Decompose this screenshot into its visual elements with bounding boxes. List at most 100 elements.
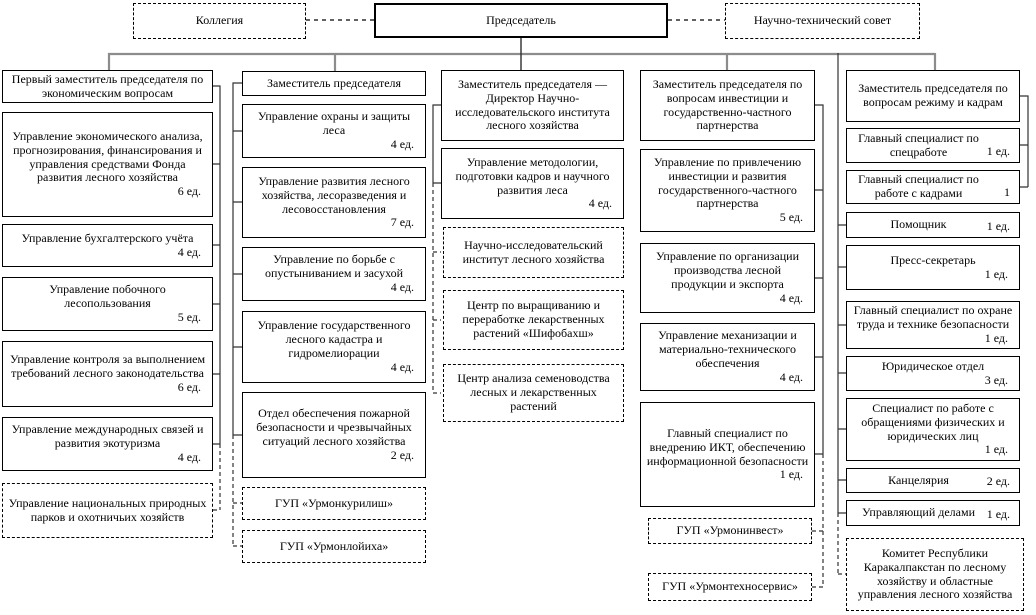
org-box-count: 5 ед. (779, 210, 803, 225)
org-box-label: ГУП «Урмонинвест» (676, 523, 784, 538)
org-box-count: 1 ед. (984, 330, 1008, 345)
org-box-count: 1 ед. (984, 266, 1008, 281)
org-box: Научно-исследовательский институт лесног… (443, 227, 624, 278)
org-box-label: Центр по выращиванию и переработке лекар… (462, 298, 605, 340)
org-box: Центр по выращиванию и переработке лекар… (443, 290, 624, 350)
org-box: Центр анализа семеноводства лесных и лек… (443, 364, 624, 422)
org-box-count: 4 ед. (588, 196, 612, 211)
org-box-label: Главный специалист по работе с кадрами (858, 172, 979, 200)
org-box-label: Управление экономического анализа, прогн… (12, 128, 203, 185)
org-box-label: Заместитель председателя по вопросам инв… (652, 76, 803, 133)
org-box: Управление побочного лесопользования 5 е… (2, 277, 213, 331)
collegium-label: Коллегия (195, 13, 244, 28)
org-box: Управление развития лесного хозяйства, л… (242, 167, 426, 238)
org-box: Главный специалист по работе с кадрами 1 (846, 170, 1020, 204)
org-box: Специалист по работе с обращениями физич… (846, 398, 1020, 461)
org-box-label: Управляющий делами (861, 505, 975, 520)
org-box-label: Главный специалист по внедрению ИКТ, обе… (646, 425, 809, 468)
org-box-label: Управление побочного лесопользования (49, 282, 166, 311)
column4-header: Заместитель председателя по вопросам инв… (640, 70, 815, 141)
org-box-count: 6 ед. (177, 184, 201, 199)
org-box-count: 2 ед. (986, 474, 1010, 489)
org-box-label: Заместитель председателя (266, 75, 402, 90)
org-box: Юридическое отдел 3 ед. (846, 356, 1020, 391)
org-box-label: Канцелярия (888, 472, 949, 487)
org-box-label: Первый заместитель председателя по эконо… (11, 71, 204, 100)
collegium-box: Коллегия (133, 3, 306, 39)
column2-header: Заместитель председателя (242, 71, 426, 96)
scientific-council-label: Научно-технический совет (753, 13, 892, 28)
org-box-count: 4 ед. (779, 369, 803, 384)
org-box-label: ГУП «Урмонкурилиш» (274, 495, 394, 510)
org-box-label: Управление по борьбе с опустыниванием и … (264, 252, 404, 281)
org-box-count: 1 ед. (984, 442, 1008, 457)
chairman-label: Председатель (486, 12, 556, 27)
org-box-label: Управление национальных природных парков… (8, 495, 207, 524)
org-box: Управление экономического анализа, прогн… (2, 112, 213, 217)
org-box-label: Управление международных связей и развит… (11, 422, 204, 451)
org-box-count: 1 (1004, 185, 1010, 200)
org-box: ГУП «Урмонинвест» (648, 518, 812, 544)
org-box-count: 4 ед. (390, 359, 414, 374)
column3-header: Заместитель председателя — Директор Науч… (441, 70, 624, 141)
org-box-count: 4 ед. (390, 279, 414, 294)
org-box: Управление контроля за выполнением требо… (2, 341, 213, 407)
org-box: Комитет Республики Каракалпакстан по лес… (846, 538, 1024, 611)
org-box: Управление национальных природных парков… (2, 483, 213, 538)
org-box-label: Заместитель председателя — Директор Науч… (455, 76, 610, 133)
org-box: Управление государственного лесного када… (242, 311, 426, 383)
column1-header: Первый заместитель председателя по эконо… (2, 70, 213, 103)
org-box-count: 5 ед. (177, 309, 201, 324)
org-box-label: Управление государственного лесного када… (257, 318, 411, 360)
org-box-label: Управление механизации и материально-тех… (658, 328, 797, 370)
org-box-label: Отдел обеспечения пожарной безопасности … (256, 406, 412, 448)
org-box-count: 3 ед. (984, 372, 1008, 387)
org-box-label: Специалист по работе с обращениями физич… (861, 400, 1005, 443)
org-box-label: Управление по привлечению инвестиции и р… (653, 154, 802, 211)
org-box-label: Помощник (890, 217, 947, 232)
org-box-label: Центр анализа семеноводства лесных и лек… (457, 371, 610, 413)
org-box: Управление по привлечению инвестиции и р… (640, 149, 815, 232)
org-box-count: 4 ед. (390, 136, 414, 151)
org-box-count: 1 ед. (986, 144, 1010, 159)
org-box: Управление охраны и защиты леса 4 ед. (242, 104, 426, 158)
org-box: Управление по организации производства л… (640, 243, 815, 313)
org-box-label: Управление методологии, подготовки кадро… (455, 154, 610, 197)
org-box-label: Управление охраны и защиты леса (257, 109, 411, 138)
org-box: Пресс-секретарь 1 ед. (846, 245, 1020, 290)
org-box-label: ГУП «Урмонлойиха» (279, 538, 389, 553)
org-box: Помощник 1 ед. (846, 212, 1020, 238)
chairman-box: Председатель (374, 3, 668, 38)
org-box: Управление по борьбе с опустыниванием и … (242, 247, 426, 301)
org-box: ГУП «Урмонлойиха» (242, 530, 426, 563)
org-box: Управление международных связей и развит… (2, 417, 213, 471)
org-box-label: Управление развития лесного хозяйства, л… (258, 173, 410, 216)
org-box-label: Юридическое отдел (881, 358, 985, 373)
column5-header: Заместитель председателя по вопросам реж… (846, 70, 1020, 122)
org-box-count: 1 ед. (779, 467, 803, 482)
org-box-count: 4 ед. (779, 290, 803, 305)
org-box-label: Главный специалист по спецработе (858, 130, 979, 159)
org-box-count: 2 ед. (390, 447, 414, 462)
org-box: Главный специалист по спецработе 1 ед. (846, 128, 1020, 163)
org-box-label: Комитет Республики Каракалпакстан по лес… (857, 545, 1013, 602)
org-box-count: 1 ед. (986, 219, 1010, 234)
org-box-label: Управление по организации производства л… (655, 249, 800, 291)
org-box: Управляющий делами 1 ед. (846, 500, 1020, 526)
org-box-count: 6 ед. (177, 379, 201, 394)
org-box-label: ГУП «Урмонтехносервис» (662, 579, 798, 594)
org-box-count: 4 ед. (177, 449, 201, 464)
org-box-label: Главный специалист по охране труда и тех… (853, 303, 1013, 332)
org-box: Управление бухгалтерского учёта 4 ед. (2, 224, 213, 267)
org-box-label: Управление контроля за выполнением требо… (9, 352, 206, 381)
org-box: Канцелярия 2 ед. (846, 468, 1020, 493)
org-box-label: Научно-исследовательский институт лесног… (462, 237, 605, 266)
org-box: Главный специалист по охране труда и тех… (846, 301, 1020, 349)
org-box: Отдел обеспечения пожарной безопасности … (242, 392, 426, 478)
scientific-council-box: Научно-технический совет (725, 3, 920, 39)
org-box: Управление механизации и материально-тех… (640, 323, 815, 391)
org-box: Управление методологии, подготовки кадро… (441, 148, 624, 219)
org-box-count: 1 ед. (986, 507, 1010, 522)
org-box-label: Пресс-секретарь (890, 252, 976, 267)
